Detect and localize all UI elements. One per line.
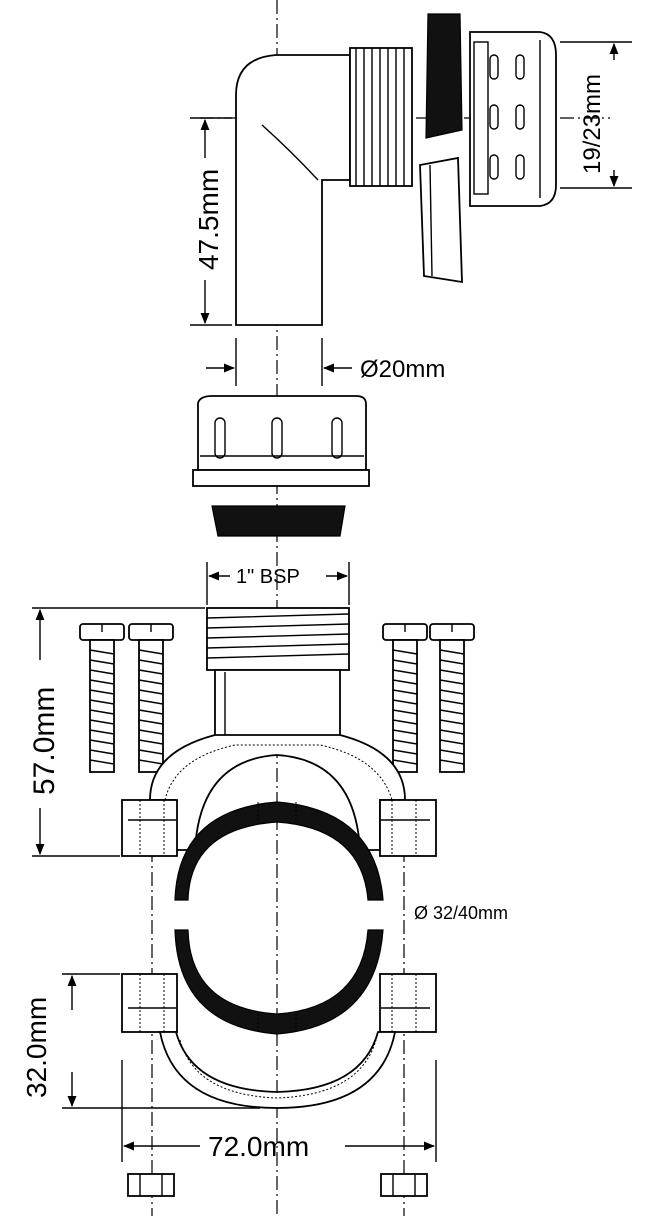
- dim-saddle-height: 57.0mm: [28, 607, 205, 857]
- dim-nut-size: 19/23mm: [560, 41, 632, 189]
- dim-saddle-height-label: 57.0mm: [28, 687, 61, 795]
- screw: [128, 623, 174, 773]
- dim-thread-label: 1" BSP: [236, 566, 300, 588]
- clamp-seal: [174, 801, 384, 1035]
- elbow-fitting: [235, 13, 557, 326]
- dim-clamp-diameter-label: Ø 32/40mm: [414, 903, 508, 923]
- dim-pipe-diameter-label: Ø20mm: [360, 356, 445, 383]
- hex-nut: [380, 1173, 428, 1197]
- upper-saddle: [121, 607, 437, 857]
- screws: [79, 623, 475, 773]
- dim-elbow-height-label: 47.5mm: [193, 169, 224, 270]
- dim-lower-height-label: 32.0mm: [21, 997, 52, 1098]
- dim-overall-width-label: 72.0mm: [208, 1131, 309, 1162]
- dim-lower-height: 32.0mm: [21, 973, 260, 1109]
- screw: [382, 623, 428, 773]
- hex-nut: [127, 1173, 175, 1197]
- middle-nut: [192, 395, 370, 487]
- dim-thread: 1" BSP: [206, 562, 350, 605]
- middle-seal: [211, 505, 346, 537]
- dim-elbow-height: 47.5mm: [190, 117, 232, 326]
- dim-pipe-diameter: Ø20mm: [206, 338, 445, 386]
- dim-nut-size-label: 19/23mm: [579, 74, 606, 174]
- hex-nuts: [127, 1173, 428, 1197]
- dim-overall-width: 72.0mm: [121, 1060, 437, 1162]
- lower-saddle: [121, 973, 437, 1109]
- screw: [429, 623, 475, 773]
- screw: [79, 623, 125, 773]
